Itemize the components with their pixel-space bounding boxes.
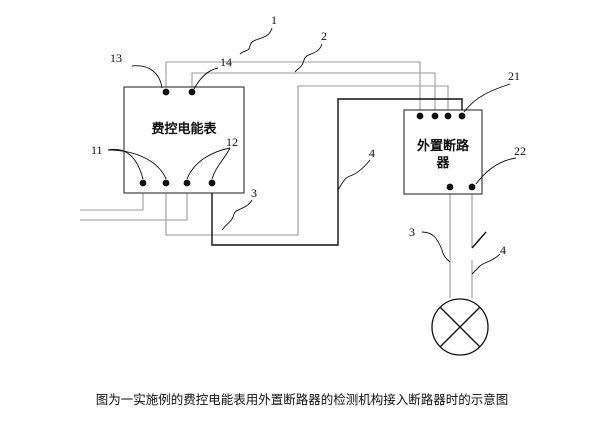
leader-3a bbox=[221, 199, 253, 231]
wire-4-route bbox=[211, 98, 463, 246]
figure-caption: 图为一实施例的费控电能表用外置断路器的检测机构接入断路器时的示意图 bbox=[96, 392, 509, 407]
breaker-label-line1: 外置断路 bbox=[416, 138, 470, 154]
terminal-22a bbox=[446, 183, 454, 191]
terminal-14 bbox=[188, 88, 196, 96]
wire-2 bbox=[191, 72, 436, 115]
leader-2 bbox=[294, 43, 323, 73]
supply-line-1 bbox=[80, 186, 144, 211]
ref-4b: 4 bbox=[500, 243, 506, 257]
terminal-13 bbox=[162, 88, 170, 96]
leader-11 bbox=[107, 148, 144, 180]
leader-12 bbox=[186, 147, 231, 180]
terminal-11a bbox=[139, 179, 147, 187]
ref-3b: 3 bbox=[409, 225, 415, 239]
leader-21 bbox=[463, 83, 511, 113]
load-switch bbox=[471, 231, 487, 249]
leader-3b bbox=[421, 231, 451, 263]
leader-12b bbox=[211, 147, 231, 180]
leader-11b bbox=[107, 149, 167, 180]
leader-14 bbox=[193, 67, 219, 90]
wire-3-route bbox=[165, 85, 449, 236]
ref-22: 22 bbox=[514, 144, 526, 158]
terminal-12a bbox=[183, 179, 191, 187]
ref-2: 2 bbox=[321, 29, 327, 43]
ref-3a: 3 bbox=[251, 186, 257, 200]
terminal-21c bbox=[444, 112, 452, 120]
terminal-11b bbox=[162, 179, 170, 187]
terminal-21a bbox=[416, 112, 424, 120]
ref-13: 13 bbox=[110, 51, 122, 65]
leader-4b bbox=[471, 253, 501, 275]
wire-1 bbox=[165, 61, 421, 115]
meter-label: 费控电能表 bbox=[151, 121, 217, 137]
terminal-12b bbox=[208, 179, 216, 187]
ref-12: 12 bbox=[226, 135, 238, 149]
breaker-box bbox=[403, 109, 483, 195]
ref-14: 14 bbox=[220, 55, 232, 69]
terminal-22b bbox=[468, 183, 476, 191]
terminal-21d bbox=[458, 112, 466, 120]
ref-11: 11 bbox=[91, 143, 103, 157]
leader-22 bbox=[475, 157, 517, 185]
ref-1: 1 bbox=[271, 13, 277, 27]
supply-line-2 bbox=[80, 186, 188, 221]
meter-box bbox=[123, 86, 245, 194]
ref-21: 21 bbox=[508, 69, 520, 83]
leader-4a bbox=[337, 159, 371, 191]
leader-13 bbox=[131, 65, 163, 89]
terminal-21b bbox=[431, 112, 439, 120]
breaker-label-line2: 器 bbox=[435, 156, 450, 171]
ref-4a: 4 bbox=[369, 146, 375, 160]
lamp-icon bbox=[431, 298, 489, 356]
leader-1 bbox=[239, 27, 273, 55]
